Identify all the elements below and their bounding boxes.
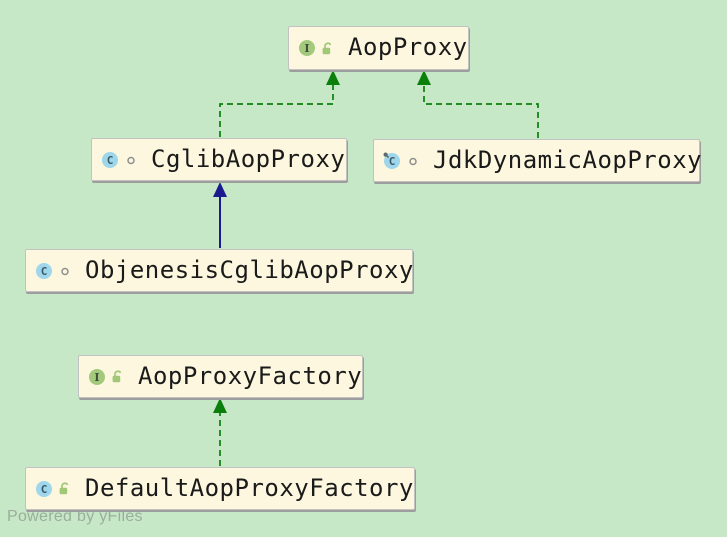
node-aopproxy[interactable]: I AopProxy <box>288 26 469 70</box>
node-cglibaopproxy[interactable]: C CglibAopProxy <box>91 138 347 181</box>
edge-jdkdynamicaopproxy-implements-aopproxy-arrowhead <box>417 70 431 85</box>
public-visibility-icon <box>58 481 72 496</box>
svg-text:C: C <box>41 483 48 496</box>
edge-jdkdynamicaopproxy-implements-aopproxy <box>423 85 539 138</box>
class-icon: C <box>35 480 53 498</box>
class-icon: C <box>101 151 119 169</box>
svg-text:I: I <box>304 42 309 55</box>
edge-defaultaopproxyfactory-implements-aopproxyfactory-arrowhead <box>213 398 227 413</box>
node-jdkdynamicaopproxy[interactable]: C JdkDynamicAopProxy <box>373 139 703 182</box>
class-icon-final: C <box>383 152 401 170</box>
node-label: DefaultAopProxyFactory <box>85 473 414 502</box>
node-objenesiscglibaopproxy[interactable]: C ObjenesisCglibAopProxy <box>25 249 413 292</box>
svg-text:C: C <box>41 265 48 278</box>
package-private-visibility-icon <box>406 153 420 168</box>
node-defaultaopproxyfactory[interactable]: C DefaultAopProxyFactory <box>25 467 415 510</box>
edge-cglibaopproxy-implements-aopproxy-arrowhead <box>326 70 340 85</box>
svg-text:I: I <box>94 371 99 384</box>
node-label: JdkDynamicAopProxy <box>433 145 703 174</box>
svg-text:C: C <box>389 155 396 168</box>
svg-text:C: C <box>107 154 114 167</box>
package-private-visibility-icon <box>124 152 138 167</box>
public-visibility-icon <box>321 41 335 56</box>
public-visibility-icon <box>111 369 125 384</box>
interface-icon: I <box>298 39 316 57</box>
edge-objenesiscglibaopproxy-extends-cglibaopproxy-arrowhead <box>213 182 227 197</box>
interface-icon: I <box>88 368 106 386</box>
yfiles-watermark: Powered by yFiles <box>7 508 143 525</box>
node-aopproxyfactory[interactable]: I AopProxyFactory <box>78 355 363 398</box>
package-private-visibility-icon <box>58 263 72 278</box>
node-label: CglibAopProxy <box>151 144 346 173</box>
node-label: AopProxy <box>348 33 468 61</box>
node-label: AopProxyFactory <box>138 361 363 390</box>
edge-cglibaopproxy-implements-aopproxy <box>219 85 334 137</box>
class-icon: C <box>35 262 53 280</box>
node-label: ObjenesisCglibAopProxy <box>85 255 414 284</box>
